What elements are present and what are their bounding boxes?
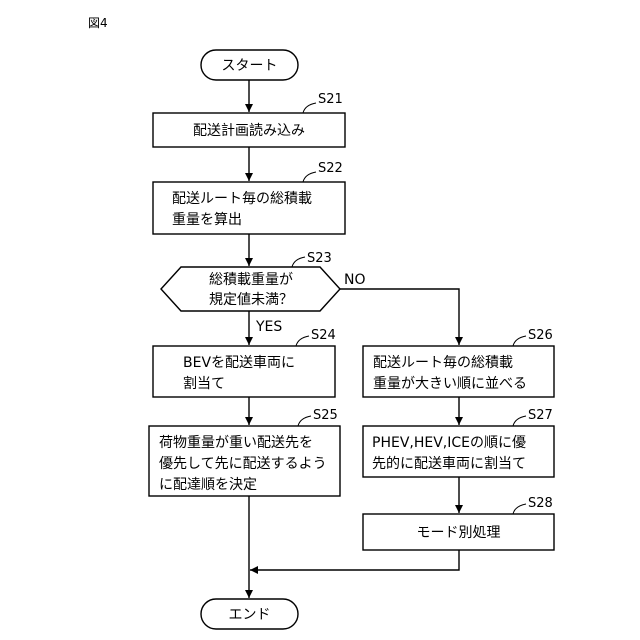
- s23-text-line1: 総積載重量が: [209, 272, 293, 288]
- figure-label: 図4: [88, 16, 108, 30]
- end-terminal: エンド: [201, 599, 298, 629]
- s23-text-line2: 規定値未満？: [209, 292, 293, 308]
- s26-step-label: S26: [528, 328, 553, 343]
- s22-text-line1: 配送ルート毎の総積載: [172, 191, 312, 207]
- decision-s23: 総積載重量が 規定値未満？ S23: [161, 251, 340, 311]
- s26-text-line2: 重量が大きい順に並べる: [373, 376, 527, 392]
- s27-text-line1: PHEV,HEV,ICEの順に優: [372, 435, 526, 451]
- s24-leader: [296, 336, 309, 346]
- step-s25: 荷物重量が重い配送先を 優先して先に配送するよう に配達順を決定 S25: [149, 408, 340, 496]
- s26-text-line1: 配送ルート毎の総積載: [373, 355, 513, 371]
- s27-leader: [513, 416, 526, 426]
- s21-text: 配送計画読み込み: [193, 122, 305, 139]
- s21-step-label: S21: [318, 92, 343, 107]
- s24-step-label: S24: [311, 328, 336, 343]
- s26-leader: [513, 336, 526, 346]
- end-label: エンド: [229, 607, 271, 623]
- start-terminal: スタート: [201, 50, 298, 80]
- s22-leader: [303, 172, 316, 182]
- start-label: スタート: [222, 58, 278, 74]
- no-branch-label: NO: [344, 272, 366, 288]
- s28-leader: [513, 504, 526, 514]
- s28-step-label: S28: [528, 496, 553, 511]
- s27-text-line2: 先的に配送車両に割当て: [372, 455, 526, 472]
- s25-step-label: S25: [313, 408, 338, 423]
- arrow-s23-no-to-s26: [340, 289, 459, 345]
- yes-branch-label: YES: [255, 319, 282, 335]
- s24-text-line1: BEVを配送車両に: [183, 354, 295, 371]
- s28-text: モード別処理: [417, 525, 501, 541]
- step-s24: BEVを配送車両に 割当て S24: [153, 328, 336, 397]
- s21-leader: [303, 103, 316, 113]
- s24-text-line2: 割当て: [183, 375, 225, 392]
- s23-step-label: S23: [307, 251, 332, 266]
- s23-leader: [292, 257, 305, 267]
- s22-text-line2: 重量を算出: [172, 212, 242, 228]
- s22-step-label: S22: [318, 161, 343, 176]
- s25-text-line1: 荷物重量が重い配送先を: [159, 435, 313, 451]
- s25-leader: [298, 416, 311, 426]
- s25-text-line3: に配達順を決定: [159, 477, 257, 493]
- s25-text-line2: 優先して先に配送するよう: [159, 456, 327, 472]
- arrow-s28-to-merge: [250, 550, 459, 570]
- s27-step-label: S27: [528, 408, 553, 423]
